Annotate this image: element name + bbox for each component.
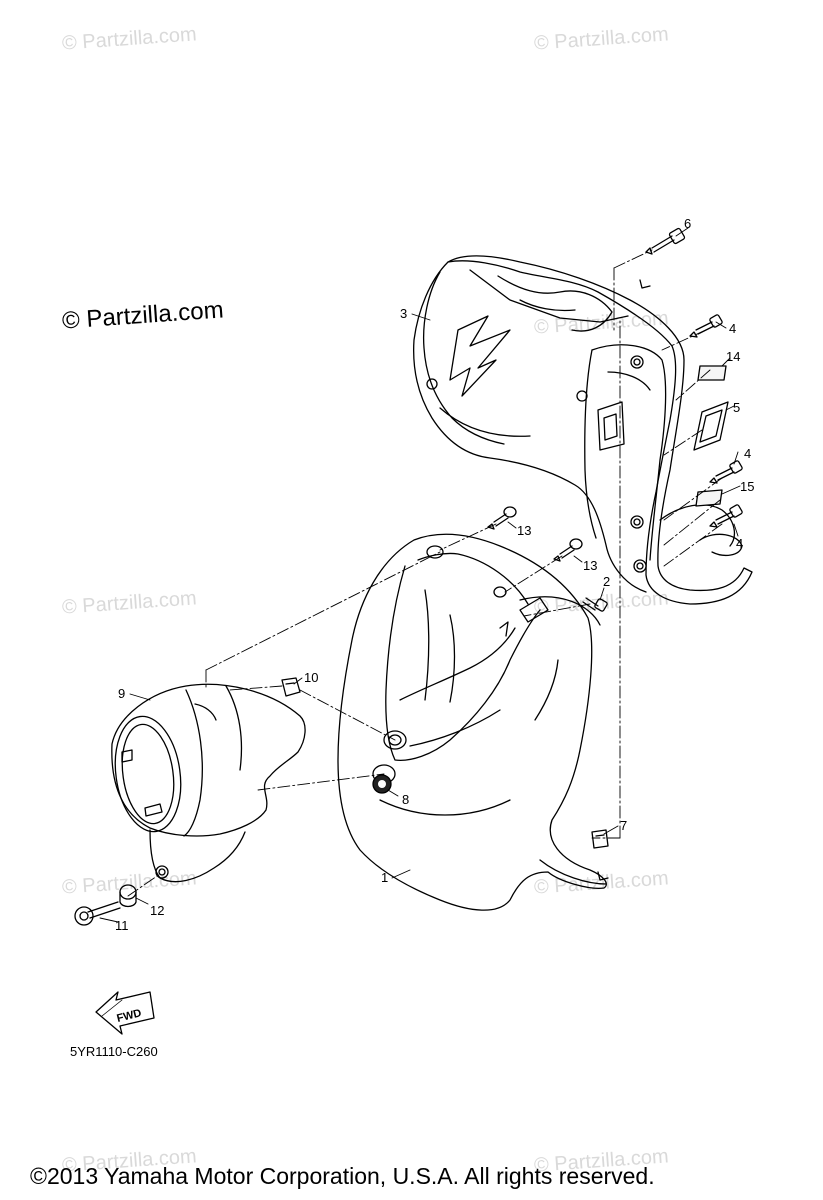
callout-7: 7 (620, 818, 627, 833)
nut-10 (281, 677, 301, 697)
emblem-part (372, 774, 392, 794)
screw-4c (709, 504, 743, 528)
callout-14: 14 (726, 349, 740, 364)
callout-13a: 13 (517, 523, 531, 538)
screw-4a (689, 314, 723, 338)
bolt-11 (74, 901, 121, 926)
bolt-2 (582, 597, 608, 612)
callout-15: 15 (740, 479, 754, 494)
callout-4a: 4 (729, 321, 736, 336)
callout-11: 11 (115, 918, 129, 933)
collar-12 (119, 884, 137, 908)
inner-leg-shield-part (412, 255, 753, 605)
callout-1: 1 (381, 870, 388, 885)
callout-2: 2 (603, 574, 610, 589)
front-cover-part (337, 533, 609, 911)
fwd-label: FWD (116, 1007, 143, 1025)
grommet-5 (693, 401, 729, 451)
callout-4c: 4 (736, 536, 743, 551)
callout-12: 12 (150, 903, 164, 918)
callout-13b: 13 (583, 558, 597, 573)
callout-9: 9 (118, 686, 125, 701)
alignment-lines (127, 249, 723, 897)
clip-nut-7 (591, 829, 609, 849)
fwd-arrow-icon: FWD (95, 991, 155, 1035)
callout-8: 8 (402, 792, 409, 807)
screw-13b (553, 538, 583, 562)
leader-lines (99, 227, 741, 923)
screw-13a (487, 506, 517, 530)
screw-4b (709, 460, 743, 484)
screw-6 (645, 227, 686, 255)
copyright-text: ©2013 Yamaha Motor Corporation, U.S.A. A… (30, 1163, 655, 1189)
callout-10: 10 (304, 670, 318, 685)
callout-5: 5 (733, 400, 740, 415)
callout-6: 6 (684, 216, 691, 231)
diagram-code: 5YR1110-C260 (70, 1044, 158, 1059)
callout-labels: 1 2 3 4 4 4 5 6 7 8 9 10 11 12 13 13 14 … (115, 216, 754, 933)
label-15 (695, 489, 723, 507)
callout-3: 3 (400, 306, 407, 321)
callout-4b: 4 (744, 446, 751, 461)
headlight-housing-part (111, 683, 306, 883)
label-14 (697, 365, 727, 381)
